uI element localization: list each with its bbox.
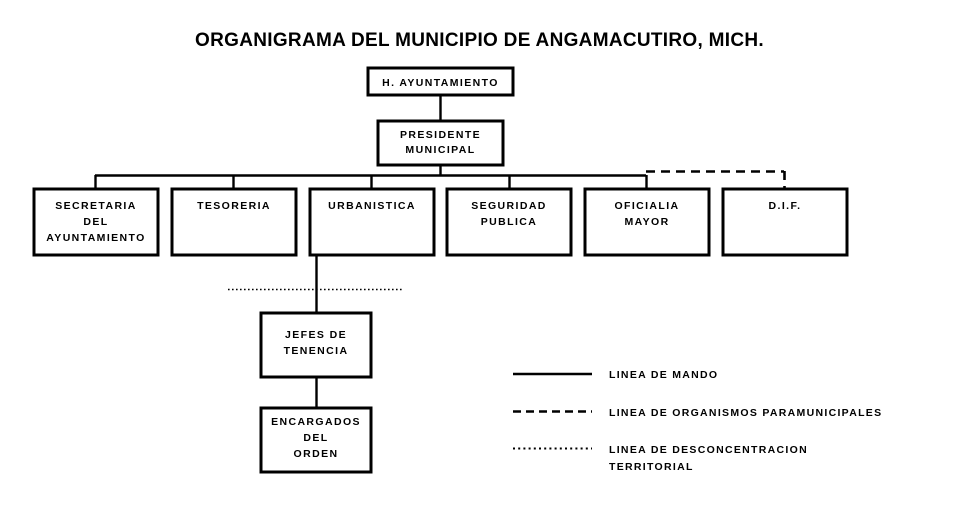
node-ayuntamiento[interactable]: H. AYUNTAMIENTO xyxy=(366,66,515,97)
node-tesoreria-box xyxy=(170,187,298,257)
node-presidente-label-line1: PRESIDENTE xyxy=(400,129,481,141)
node-encargados-label-line3: ORDEN xyxy=(294,448,339,460)
legend: LINEA DE MANDO LINEA DE ORGANISMOS PARAM… xyxy=(513,369,882,473)
node-oficialia-label-line1: OFICIALIA xyxy=(614,200,679,212)
node-ayuntamiento-box xyxy=(366,66,515,97)
node-secretaria-label-line1: SECRETARIA xyxy=(55,200,136,212)
node-dif-label: D.I.F. xyxy=(769,200,802,212)
node-seguridad-box xyxy=(445,187,573,257)
node-oficialia[interactable]: OFICIALIA MAYOR xyxy=(583,187,711,257)
legend-item-mando: LINEA DE MANDO xyxy=(513,369,718,381)
node-jefes-label-line2: TENENCIA xyxy=(284,345,349,357)
node-encargados-box xyxy=(259,406,373,474)
node-secretaria-label-line3: AYUNTAMIENTO xyxy=(46,232,145,244)
node-encargados-label-line1: ENCARGADOS xyxy=(271,416,361,428)
legend-label-mando: LINEA DE MANDO xyxy=(609,369,718,381)
legend-label-desconcentracion-line1: LINEA DE DESCONCENTRACION xyxy=(609,444,808,456)
node-dif-box xyxy=(721,187,849,257)
legend-label-desconcentracion-line2: TERRITORIAL xyxy=(609,461,694,473)
node-urbanistica-label: URBANISTICA xyxy=(328,200,416,212)
node-encargados[interactable]: ENCARGADOS DEL ORDEN xyxy=(259,406,373,474)
node-encargados-label-line2: DEL xyxy=(303,432,328,444)
node-seguridad-label-line2: PUBLICA xyxy=(481,216,537,228)
node-dif[interactable]: D.I.F. xyxy=(721,187,849,257)
node-secretaria[interactable]: SECRETARIA DEL AYUNTAMIENTO xyxy=(32,187,160,257)
node-oficialia-box xyxy=(583,187,711,257)
node-secretaria-label-line2: DEL xyxy=(83,216,108,228)
node-urbanistica[interactable]: URBANISTICA xyxy=(308,187,436,257)
legend-item-desconcentracion: LINEA DE DESCONCENTRACION TERRITORIAL xyxy=(513,444,808,473)
node-presidente-box xyxy=(376,119,505,167)
node-jefes[interactable]: JEFES DE TENENCIA xyxy=(259,311,373,379)
node-tesoreria[interactable]: TESORERIA xyxy=(170,187,298,257)
node-presidente-label-line2: MUNICIPAL xyxy=(405,144,475,156)
legend-label-paramunicipales: LINEA DE ORGANISMOS PARAMUNICIPALES xyxy=(609,407,882,419)
node-secretaria-box xyxy=(32,187,160,257)
node-jefes-label-line1: JEFES DE xyxy=(285,329,347,341)
page-title: ORGANIGRAMA DEL MUNICIPIO DE ANGAMACUTIR… xyxy=(195,30,764,51)
node-seguridad[interactable]: SEGURIDAD PUBLICA xyxy=(445,187,573,257)
legend-item-paramunicipales: LINEA DE ORGANISMOS PARAMUNICIPALES xyxy=(513,407,882,419)
node-oficialia-label-line2: MAYOR xyxy=(624,216,669,228)
node-jefes-box xyxy=(259,311,373,379)
node-ayuntamiento-label: H. AYUNTAMIENTO xyxy=(382,77,499,89)
node-seguridad-label-line1: SEGURIDAD xyxy=(471,200,547,212)
node-tesoreria-label: TESORERIA xyxy=(197,200,271,212)
node-presidente[interactable]: PRESIDENTE MUNICIPAL xyxy=(376,119,505,167)
node-urbanistica-box xyxy=(308,187,436,257)
